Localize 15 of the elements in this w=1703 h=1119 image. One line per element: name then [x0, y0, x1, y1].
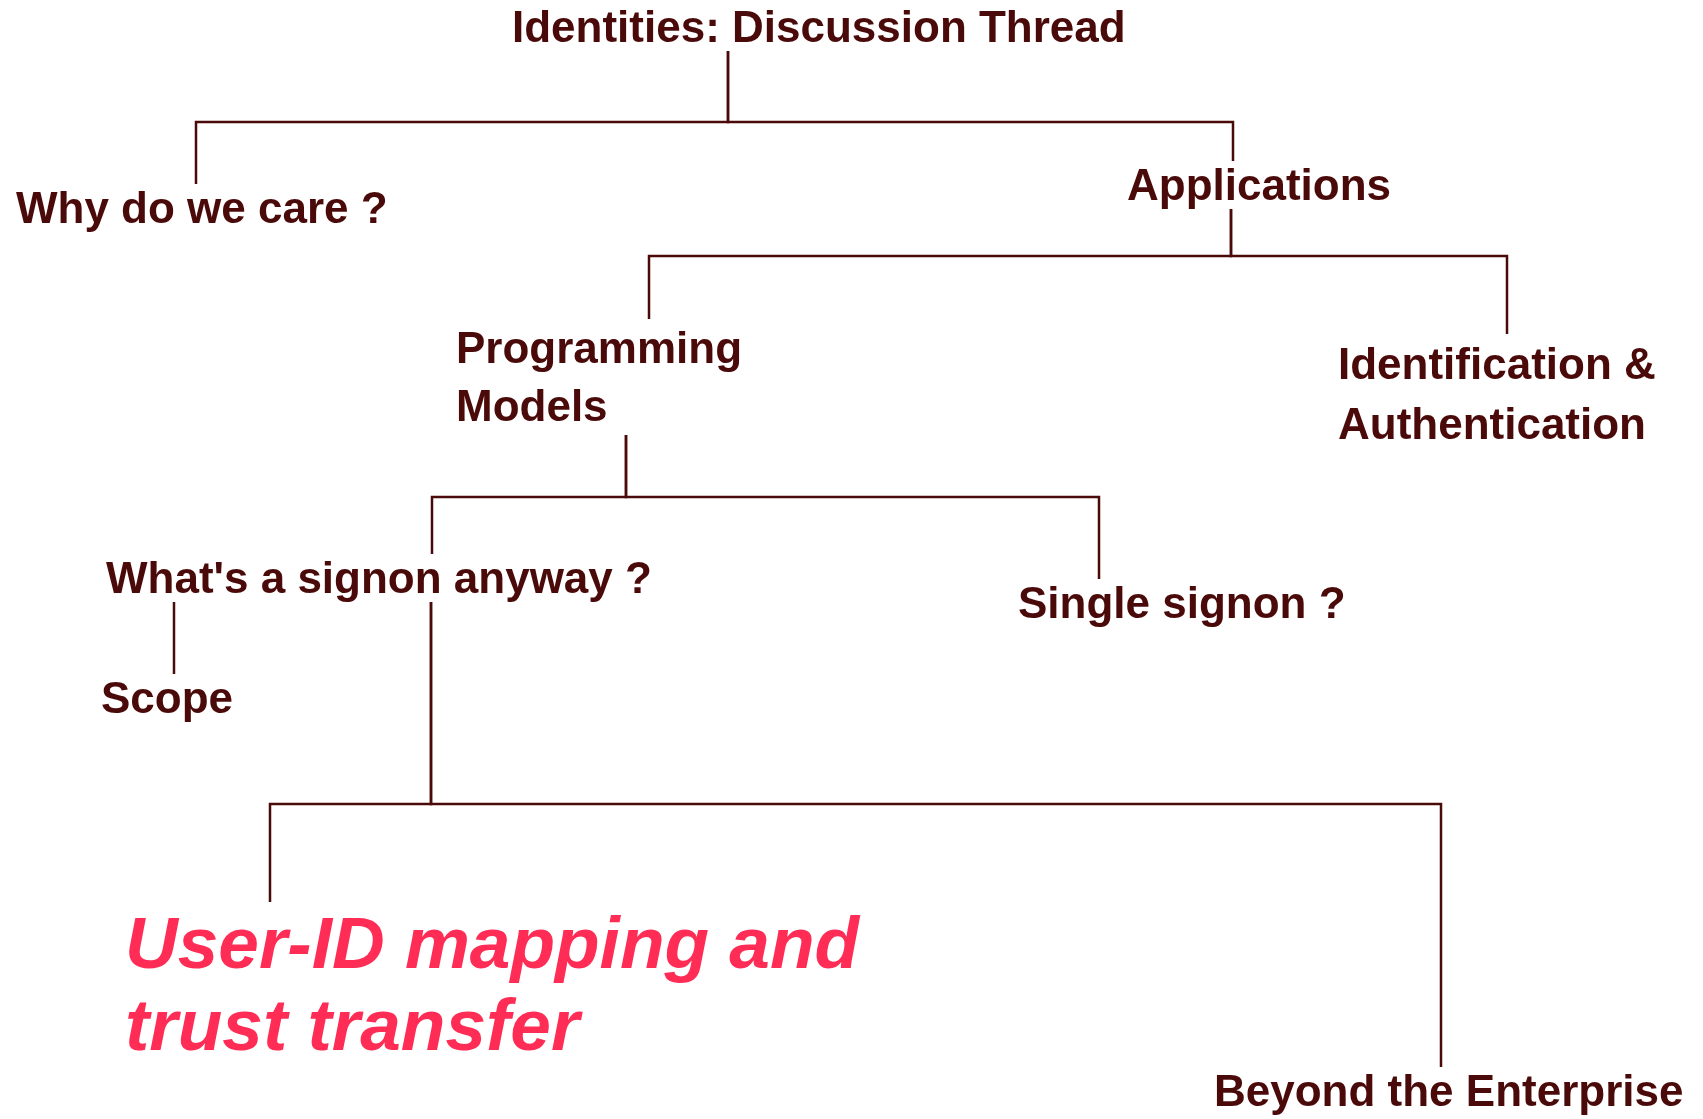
tree-connector: [624, 435, 1101, 579]
topic-label: User-ID mapping and trust transfer: [125, 902, 1005, 1066]
tree-connector: [429, 602, 1443, 1067]
tree-connector: [172, 602, 176, 674]
topic-label: Applications: [1127, 161, 1392, 209]
topic-label: Single signon ?: [1018, 579, 1346, 627]
topic-label: Identification & Authentication: [1338, 334, 1703, 454]
topic-label: Beyond the Enterprise: [1214, 1067, 1684, 1115]
topic-label: What's a signon anyway ?: [106, 554, 652, 602]
tree-connector: [726, 51, 1235, 161]
topic-label: Programming Models: [456, 319, 786, 435]
tree-connector: [1229, 209, 1509, 334]
topic-label: Identities: Discussion Thread: [512, 3, 1126, 51]
topic-label: Scope: [101, 674, 234, 722]
topic-label: Why do we care ?: [16, 184, 388, 232]
